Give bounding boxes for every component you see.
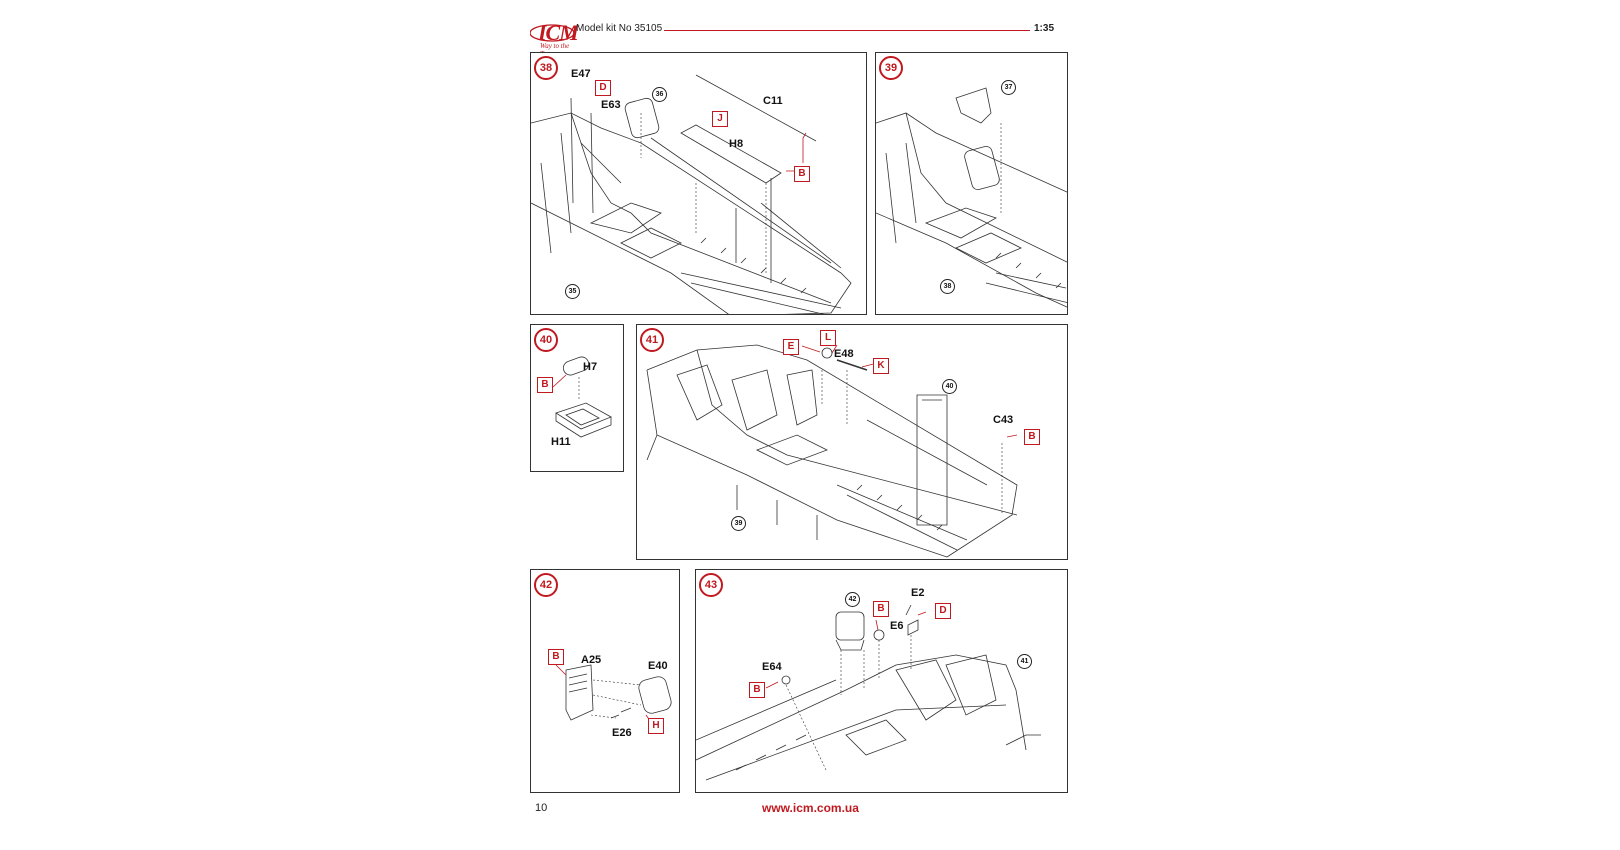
paint-tag-b: B <box>873 601 889 617</box>
part-label-h8: H8 <box>729 138 744 150</box>
part-label-a25: A25 <box>581 654 602 666</box>
paint-tag-e: E <box>783 339 799 355</box>
step-ref-41: 41 <box>1017 654 1032 669</box>
website-link[interactable]: www.icm.com.ua <box>762 801 859 815</box>
part-label-e6: E6 <box>890 620 904 632</box>
logo-swoosh-icon <box>530 24 575 42</box>
part-label-e48: E48 <box>834 348 854 360</box>
hull-interior-illustration <box>531 74 852 314</box>
step-ref-42: 42 <box>845 592 860 607</box>
step-ref-38: 38 <box>940 279 955 294</box>
paint-tag-l: L <box>820 330 836 346</box>
step-39-panel: 39 37 38 <box>875 52 1068 315</box>
part-label-h11: H11 <box>551 436 571 448</box>
step-41-panel: 41 E L E48 K 40 C43 B 39 <box>636 324 1068 560</box>
part-assembly-illustration <box>555 664 672 723</box>
brand-name: ICM <box>538 20 579 45</box>
step-number-badge: 39 <box>879 56 903 80</box>
step-number-badge: 40 <box>534 328 558 352</box>
scale-label: 1:35 <box>1034 23 1055 34</box>
part-label-h7: H7 <box>583 361 598 373</box>
paint-tag-b: B <box>749 682 765 698</box>
hull-interior-illustration <box>646 344 1018 558</box>
hull-interior-illustration <box>696 604 1041 781</box>
part-label-e40: E40 <box>648 660 668 672</box>
step-number-badge: 42 <box>534 573 558 597</box>
hull-interior-illustration <box>876 87 1067 308</box>
paint-tag-b: B <box>1024 429 1040 445</box>
paint-tag-b: B <box>537 377 553 393</box>
part-label-e2: E2 <box>911 587 925 599</box>
step-ref-37: 37 <box>1001 80 1016 95</box>
step-43-panel: 43 42 E2 B D E6 E64 B 41 <box>695 569 1068 793</box>
header-rule <box>664 30 1030 31</box>
step-40-panel: 40 H7 B H11 <box>530 324 624 472</box>
paint-tag-b: B <box>548 649 564 665</box>
page-number: 10 <box>535 802 548 814</box>
brand-logo: ICM Way to the Top <box>530 20 580 58</box>
step-number-badge: 41 <box>640 328 664 352</box>
step-number-badge: 38 <box>534 56 558 80</box>
part-label-e64: E64 <box>762 661 782 673</box>
instruction-page: ICM Way to the Top Model kit No 35105 1:… <box>530 12 1090 842</box>
step-ref-40: 40 <box>942 379 957 394</box>
paint-tag-d: D <box>935 603 951 619</box>
paint-tag-b: B <box>794 166 810 182</box>
step-42-panel: 42 B A25 E40 H E26 <box>530 569 680 793</box>
paint-tag-k: K <box>873 358 889 374</box>
paint-tag-d: D <box>595 80 611 96</box>
part-label-e26: E26 <box>612 727 632 739</box>
part-label-e63: E63 <box>601 99 621 111</box>
step-ref-35: 35 <box>565 284 580 299</box>
step-number-badge: 43 <box>699 573 723 597</box>
paint-tag-h: H <box>648 718 664 734</box>
part-label-c11: C11 <box>763 95 783 107</box>
kit-title: Model kit No 35105 <box>576 23 663 34</box>
part-label-c43: C43 <box>993 414 1014 426</box>
step-ref-36: 36 <box>652 87 667 102</box>
step-ref-39: 39 <box>731 516 746 531</box>
part-label-e47: E47 <box>571 68 591 80</box>
paint-tag-j: J <box>712 111 728 127</box>
part-assembly-illustration <box>552 356 612 438</box>
step-38-panel: 38 E47 D E63 36 C11 J H8 B 35 <box>530 52 867 315</box>
